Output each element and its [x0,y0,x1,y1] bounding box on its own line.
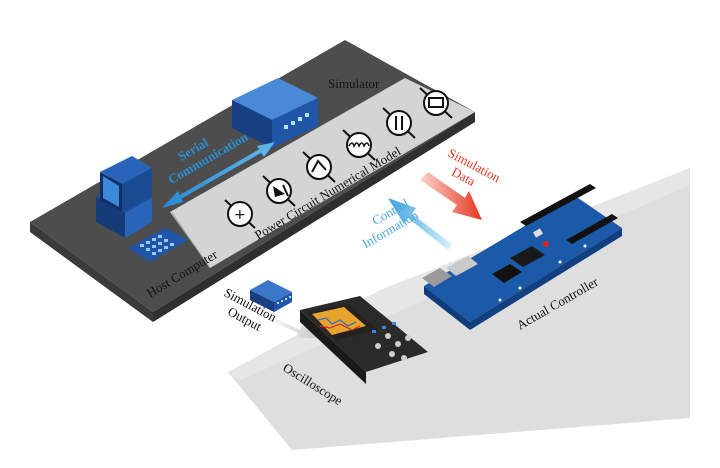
capacitor-icon [382,107,416,139]
output-box-icon [250,280,292,312]
simulator-box-icon [232,78,318,148]
svg-text:+: + [234,207,246,223]
simulation-data-arrow [420,172,482,220]
inductor-icon [342,129,376,161]
resistor-icon [419,87,453,119]
simulator-platform-side [30,222,153,322]
simulator-platform-side2 [153,112,475,322]
simulation-output-arrow [264,314,318,338]
serial-communication-arrow [162,142,275,208]
arduino-board-icon [422,184,622,330]
oscilloscope-icon [300,296,428,384]
diode-icon [262,175,296,207]
voltage-source-icon: + [224,199,256,229]
simulator-label: Simulator [328,76,380,91]
circuit-components: + [224,87,453,229]
host-computer-icon [96,156,188,262]
control-information-arrow [388,198,452,250]
switch-icon [302,151,336,183]
